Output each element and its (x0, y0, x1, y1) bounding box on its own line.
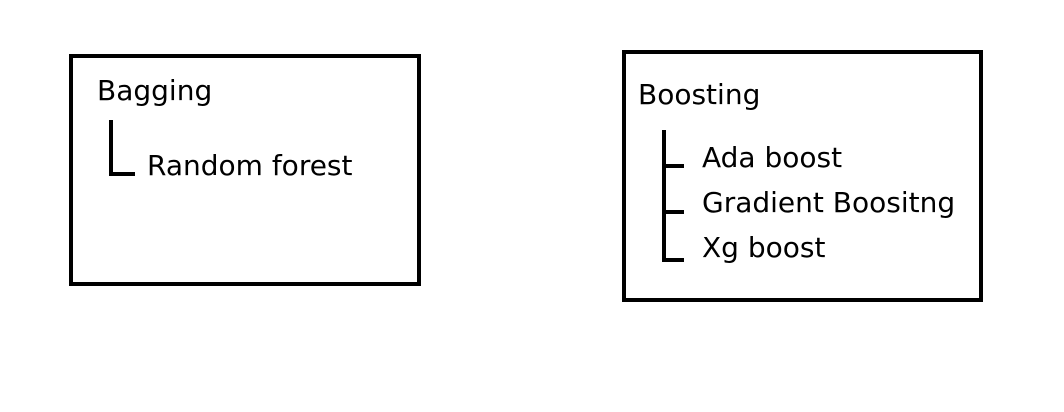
boosting-item-ada-boost: Ada boost (702, 141, 843, 174)
boosting-box: Boosting Ada boost Gradient Boositng Xg … (622, 50, 983, 302)
boosting-title: Boosting (638, 78, 761, 111)
boosting-item-gradient-boosting: Gradient Boositng (702, 186, 956, 219)
bagging-box: Bagging Random forest (69, 54, 421, 286)
bagging-tree-connector (109, 120, 135, 176)
boosting-tree-connector (662, 130, 684, 262)
bagging-item-random-forest: Random forest (147, 149, 353, 182)
boosting-item-xg-boost: Xg boost (702, 231, 826, 264)
bagging-title: Bagging (97, 74, 213, 107)
